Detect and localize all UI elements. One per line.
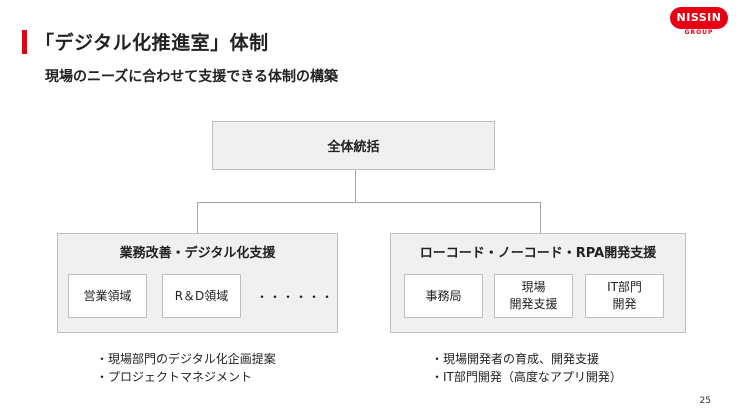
connector-right-vertical bbox=[540, 202, 541, 233]
page-number: 25 bbox=[699, 396, 711, 406]
logo-badge: NISSIN bbox=[670, 7, 728, 29]
unit-field-dev-support: 現場 開発支援 bbox=[494, 274, 573, 318]
connector-horizontal bbox=[197, 202, 541, 203]
page-subtitle: 現場のニーズに合わせて支援できる体制の構築 bbox=[45, 69, 339, 85]
title-accent-bar bbox=[22, 30, 27, 54]
page-title: 「デジタル化推進室」体制 bbox=[35, 32, 269, 54]
org-left-label: 業務改善・デジタル化支援 bbox=[119, 246, 276, 261]
left-note-item: ・現場部門のデジタル化企画提案 bbox=[96, 352, 276, 366]
right-note-item: ・現場開発者の育成、開発支援 bbox=[431, 352, 600, 366]
org-left-group: 業務改善・デジタル化支援 営業領域 R＆D領域 ・・・・・・ bbox=[57, 233, 338, 333]
org-right-group: ローコード・ノーコード・RPA開発支援 事務局 現場 開発支援 IT部門 開発 bbox=[390, 233, 686, 333]
logo-group-text: GROUP bbox=[684, 29, 714, 36]
unit-secretariat: 事務局 bbox=[404, 274, 483, 318]
unit-sales: 営業領域 bbox=[68, 274, 147, 318]
connector-left-vertical bbox=[197, 202, 198, 233]
unit-rd: R＆D領域 bbox=[162, 274, 241, 318]
org-top-box: 全体統括 bbox=[212, 121, 495, 170]
unit-it-dev: IT部門 開発 bbox=[585, 274, 664, 318]
org-right-label: ローコード・ノーコード・RPA開発支援 bbox=[419, 246, 657, 261]
right-notes: ・現場開発者の育成、開発支援 ・IT部門開発（高度なアプリ開発） bbox=[431, 350, 622, 386]
connector-top-vertical bbox=[355, 170, 356, 203]
left-notes: ・現場部門のデジタル化企画提案 ・プロジェクトマネジメント bbox=[96, 350, 276, 386]
right-note-item: ・IT部門開発（高度なアプリ開発） bbox=[431, 370, 622, 384]
units-ellipsis: ・・・・・・ bbox=[256, 290, 335, 304]
org-top-label: 全体統括 bbox=[327, 140, 380, 155]
left-note-item: ・プロジェクトマネジメント bbox=[96, 370, 253, 384]
nissin-group-logo: NISSIN GROUP bbox=[670, 7, 728, 37]
